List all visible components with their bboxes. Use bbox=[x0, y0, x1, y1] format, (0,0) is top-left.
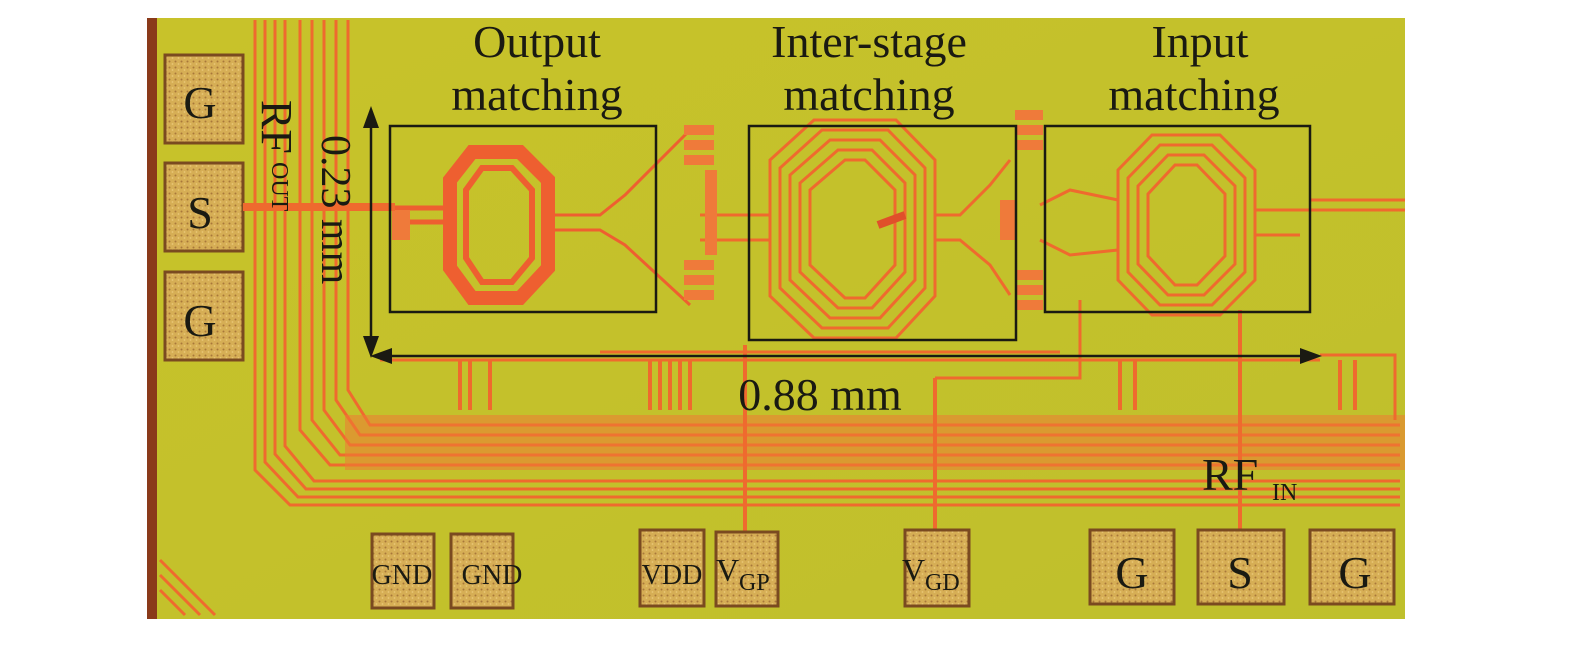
pad-right-g2-label: G bbox=[1338, 547, 1371, 598]
input-matching-label-2: matching bbox=[1108, 69, 1279, 120]
transistor-stack-1 bbox=[684, 125, 717, 300]
input-inductor bbox=[1039, 133, 1405, 317]
height-dimension-label: 0.23 mm bbox=[312, 135, 358, 285]
pad-right-g1-label: G bbox=[1115, 547, 1148, 598]
pad-vgd-sub: GD bbox=[925, 570, 960, 596]
interstage-crossover bbox=[876, 211, 907, 229]
rf-out-label: RF OUT bbox=[252, 100, 301, 212]
input-matching-box bbox=[1043, 124, 1312, 314]
pad-gnd-1-label: GND bbox=[372, 560, 433, 591]
pad-left-bottom-label: G bbox=[183, 295, 216, 346]
width-dimension-label: 0.88 mm bbox=[738, 369, 902, 420]
interstage-inductor bbox=[700, 118, 1012, 340]
pad-left-top bbox=[163, 53, 245, 145]
pad-vgd-main: V bbox=[902, 552, 925, 588]
pad-vgp-sub: GP bbox=[739, 570, 770, 596]
bus-band bbox=[345, 415, 1405, 470]
interstage-matching-label-1: Inter-stage bbox=[771, 16, 967, 67]
rf-in-main: RF bbox=[1202, 449, 1258, 500]
pad-gnd-2 bbox=[449, 532, 515, 610]
transistor-stack-2 bbox=[1000, 110, 1043, 310]
interstage-matching-label-2: matching bbox=[783, 69, 954, 120]
pad-right-g2 bbox=[1308, 528, 1396, 606]
pad-left-mid-label: S bbox=[187, 187, 213, 238]
feed-lines bbox=[458, 310, 1357, 535]
rf-in-sub: IN bbox=[1272, 480, 1297, 506]
output-matching-label-1: Output bbox=[473, 16, 601, 67]
horizontal-routing bbox=[380, 198, 1405, 420]
die-substrate bbox=[147, 18, 1405, 619]
pad-vgp bbox=[714, 530, 780, 608]
corner-structure bbox=[158, 558, 217, 617]
output-matching-label-2: matching bbox=[451, 69, 622, 120]
width-dimension-arrow bbox=[370, 348, 1322, 364]
pad-gnd-1 bbox=[370, 532, 436, 610]
pad-vgp-main: V bbox=[716, 552, 739, 588]
pad-left-top-label: G bbox=[183, 77, 216, 128]
pad-right-s-label: S bbox=[1227, 547, 1253, 598]
pad-right-s bbox=[1196, 528, 1286, 606]
pad-vdd-label: VDD bbox=[642, 560, 703, 591]
pad-vgd bbox=[903, 528, 971, 608]
die-left-edge bbox=[147, 18, 157, 619]
input-matching-label-1: Input bbox=[1151, 16, 1248, 67]
pad-left-bottom bbox=[163, 270, 245, 362]
height-dimension-arrow bbox=[363, 106, 379, 358]
pad-right-g1 bbox=[1088, 528, 1176, 606]
pad-vdd bbox=[638, 528, 706, 608]
rf-out-main: RF bbox=[252, 100, 301, 154]
rf-out-sub: OUT bbox=[266, 162, 292, 212]
pad-gnd-2-label: GND bbox=[462, 560, 523, 591]
output-capacitor bbox=[392, 210, 410, 240]
output-matching-box bbox=[388, 124, 658, 314]
interstage-matching-box bbox=[747, 124, 1018, 342]
